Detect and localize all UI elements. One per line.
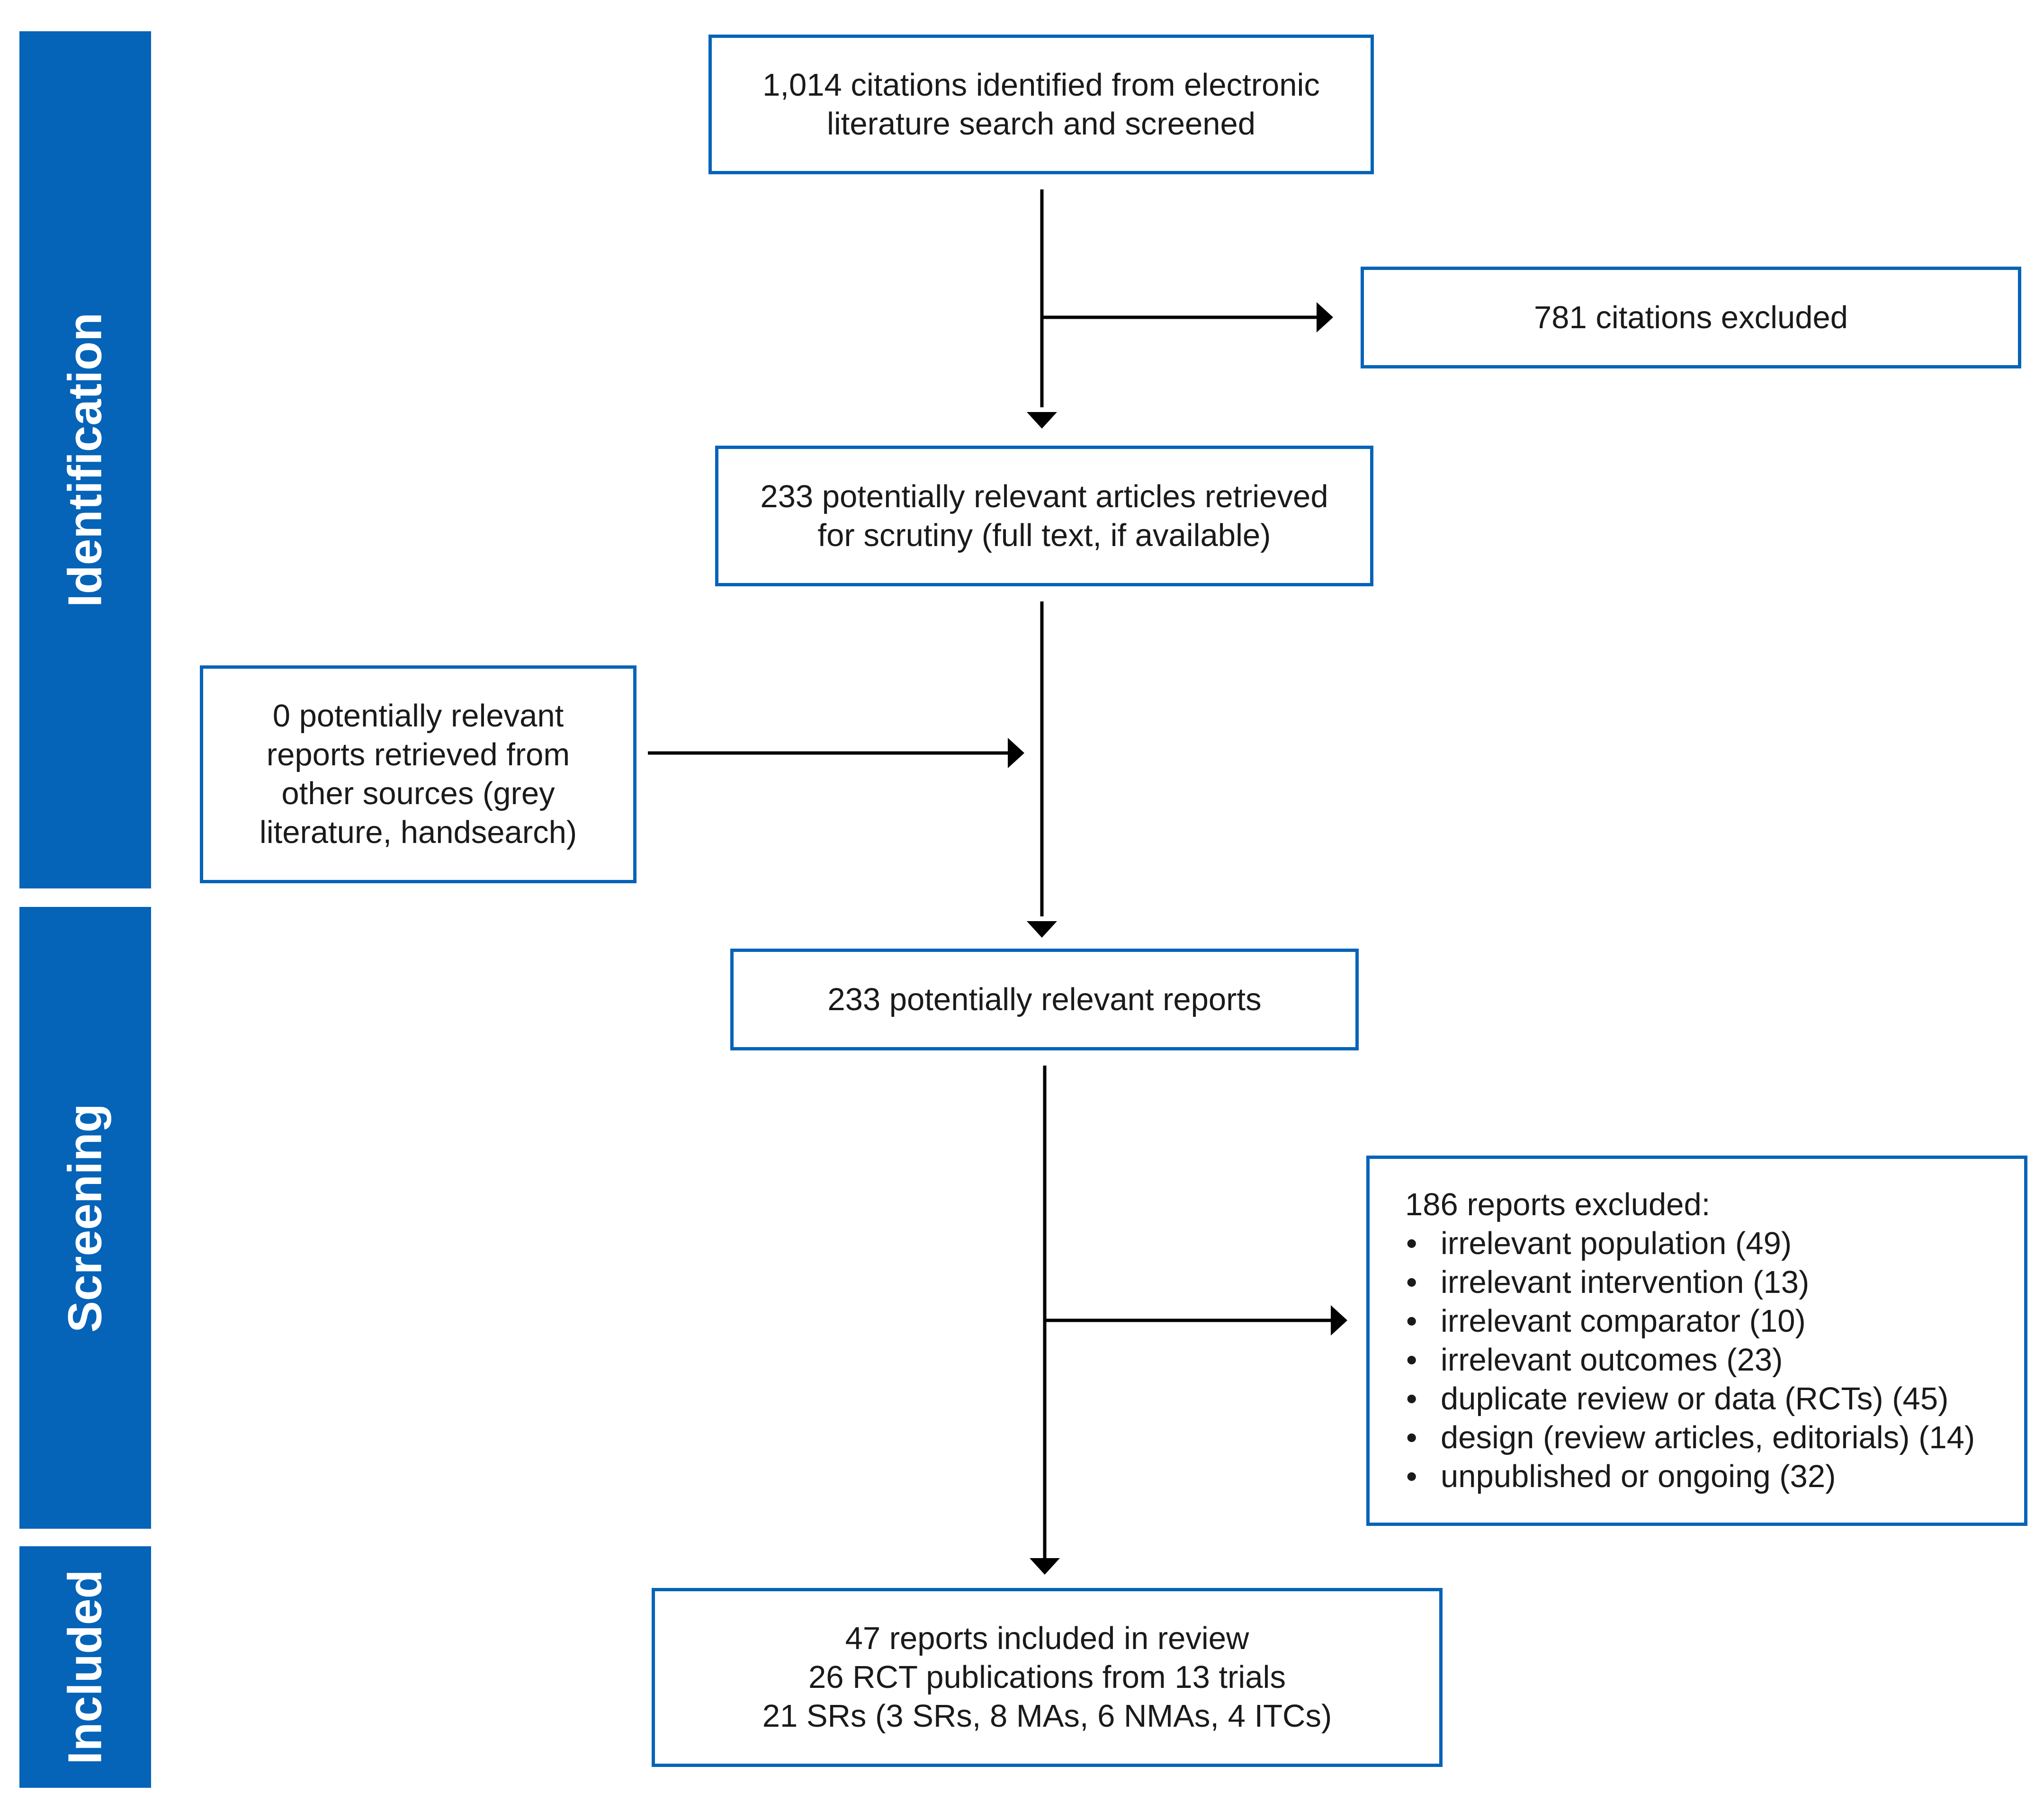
box-citations-identified: 1,014 citations identified from electron… [708, 35, 1374, 174]
list-item: • design (review articles, editorials) (1… [1405, 1418, 1975, 1457]
list-item: • irrelevant intervention (13) [1405, 1263, 1975, 1302]
arrowhead-right-3 [1331, 1305, 1347, 1336]
bullet-icon: • [1406, 1420, 1417, 1455]
box-line: 21 SRs (3 SRs, 8 MAs, 6 NMAs, 4 ITCs) [762, 1698, 1332, 1734]
box-citations-excluded: 781 citations excluded [1361, 267, 2021, 368]
box-line: reports retrieved from [266, 737, 570, 772]
box-line: 0 potentially relevant [272, 698, 564, 734]
bullet-icon: • [1406, 1459, 1417, 1494]
bullet-icon: • [1406, 1226, 1417, 1261]
exclusion-reason: design (review articles, editorials) (14… [1441, 1420, 1975, 1455]
box-relevant-reports: 233 potentially relevant reports [730, 949, 1359, 1050]
arrowhead-right-1 [1317, 302, 1333, 332]
box-reports-included: 47 reports included in review 26 RCT pub… [652, 1588, 1443, 1767]
box-reports-excluded: 186 reports excluded: • irrelevant popula… [1366, 1156, 2027, 1526]
list-item: • irrelevant outcomes (23) [1405, 1341, 1975, 1380]
bullet-icon: • [1406, 1342, 1417, 1378]
list-item: • duplicate review or data (RCTs) (45) [1405, 1380, 1975, 1418]
stage-identification: Identification [19, 31, 151, 888]
exclusion-reason: irrelevant outcomes (23) [1441, 1342, 1783, 1378]
bullet-icon: • [1406, 1381, 1417, 1417]
box-line: 26 RCT publications from 13 trials [808, 1659, 1286, 1695]
exclusion-reason: irrelevant population (49) [1441, 1226, 1792, 1261]
excluded-heading: 186 reports excluded: [1405, 1187, 1711, 1222]
list-item: • irrelevant comparator (10) [1405, 1302, 1975, 1341]
box-line: 233 potentially relevant reports [827, 981, 1262, 1017]
arrowhead-down-2 [1027, 921, 1057, 938]
box-line: for scrutiny (full text, if available) [817, 517, 1271, 553]
box-articles-retrieved: 233 potentially relevant articles retrie… [715, 446, 1373, 586]
box-line: 781 citations excluded [1534, 299, 1848, 335]
box-line: literature, handsearch) [259, 815, 577, 850]
exclusion-reasons-list: • irrelevant population (49) • irrelevant … [1405, 1224, 1975, 1496]
exclusion-reason: irrelevant intervention (13) [1441, 1264, 1810, 1300]
bullet-icon: • [1406, 1264, 1417, 1300]
bullet-icon: • [1406, 1303, 1417, 1339]
box-line: literature search and screened [826, 106, 1256, 142]
stage-screening: Screening [19, 907, 151, 1529]
arrowhead-right-2 [1008, 738, 1024, 768]
exclusion-reason: duplicate review or data (RCTs) (45) [1441, 1381, 1949, 1417]
box-line: 233 potentially relevant articles retrie… [760, 478, 1328, 514]
box-line: other sources (grey [281, 776, 555, 811]
box-line: 1,014 citations identified from electron… [762, 67, 1320, 103]
box-other-sources: 0 potentially relevant reports retrieved… [200, 665, 636, 883]
arrowhead-down-1 [1027, 412, 1057, 429]
list-item: • irrelevant population (49) [1405, 1224, 1975, 1263]
list-item: • unpublished or ongoing (32) [1405, 1457, 1975, 1496]
box-line: 47 reports included in review [845, 1621, 1249, 1656]
stage-included: Included [19, 1546, 151, 1788]
exclusion-reason: unpublished or ongoing (32) [1441, 1459, 1836, 1494]
arrowhead-down-3 [1030, 1558, 1060, 1575]
exclusion-reason: irrelevant comparator (10) [1441, 1303, 1806, 1339]
